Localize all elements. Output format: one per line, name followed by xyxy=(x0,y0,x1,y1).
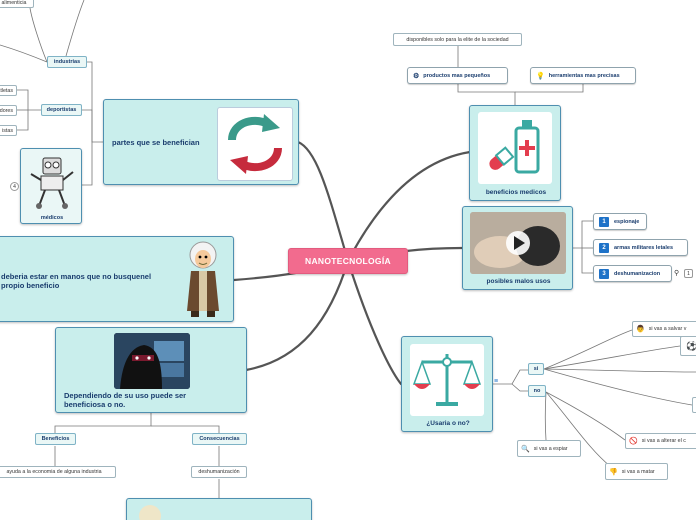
topic-posibles-malos-usos[interactable]: posibles malos usos xyxy=(462,206,573,290)
pill-label: deshumanizacion xyxy=(614,270,661,277)
topic-manos-beneficio[interactable]: deberia estar en manos que no busquenel … xyxy=(0,236,234,322)
leaf-salvar[interactable]: 👨 si vas a salvar v xyxy=(632,321,696,337)
count-badge[interactable]: 1 xyxy=(684,269,693,278)
count-badge[interactable]: 4 xyxy=(10,182,19,191)
node-armas-militares[interactable]: 2 armas militares letales xyxy=(593,239,688,256)
leaf-soccer-ball[interactable]: ⚽ xyxy=(680,336,696,356)
topic-usaria-o-no[interactable]: ¿Usaria o no? xyxy=(401,336,493,432)
person-icon: 👨 xyxy=(636,326,645,333)
emblem-image xyxy=(139,505,161,520)
robot-image xyxy=(27,152,77,210)
prohibited-icon: 🚫 xyxy=(629,438,638,445)
pill-and-bottle-image xyxy=(478,112,552,184)
topic-partes-beneficio[interactable]: partes que se benefician xyxy=(103,99,299,185)
masked-hacker-image xyxy=(114,333,190,389)
leaf-alterar[interactable]: 🚫 si vas a alterar el c xyxy=(625,433,696,449)
node-no[interactable]: no xyxy=(528,385,546,397)
pill-label: herramientas mas precisas xyxy=(548,72,620,79)
leaf-alimenticia[interactable]: alimenticia xyxy=(0,0,34,8)
node-productos-pequenos[interactable]: ⚙ productos mas pequeños xyxy=(407,67,508,84)
topic-beneficios-medicos[interactable]: beneficios medicos xyxy=(469,105,561,201)
topic-label: deberia estar en manos que no busquenel … xyxy=(1,272,152,290)
leaf-label: si vas a espiar xyxy=(533,445,568,452)
topic-label: beneficios medicos xyxy=(485,189,547,196)
node-si[interactable]: si xyxy=(528,363,544,375)
node-consecuencias[interactable]: Consecuencias xyxy=(192,433,247,445)
leaf-label: si vas a salvar v xyxy=(648,326,687,332)
number-2-icon: 2 xyxy=(599,242,609,253)
medicos-label: médicos xyxy=(40,215,64,221)
thumbs-down-icon: 👎 xyxy=(609,468,618,476)
leaf-espiar[interactable]: 🔍 si vas a espiar xyxy=(517,440,581,457)
topic-dependiendo-uso[interactable]: Dependiendo de su uso puede ser benefici… xyxy=(55,327,247,413)
central-topic[interactable]: NANOTECNOLOGÍA xyxy=(288,248,408,274)
lightbulb-icon: 💡 xyxy=(536,72,545,80)
leaf-disponibles-elite[interactable]: disponibles solo para la elite de la soc… xyxy=(393,33,522,46)
node-deshumanizacion[interactable]: 3 deshumanizacion xyxy=(593,265,672,282)
leaf-istas[interactable]: istas xyxy=(0,125,17,136)
einstein-cartoon-image xyxy=(179,241,227,319)
link-icon[interactable]: ⚲ xyxy=(674,270,680,277)
soccer-ball-icon: ⚽ xyxy=(686,341,696,352)
topic-label: ¿Usaria o no? xyxy=(426,420,470,427)
leaf-deshumanizacion[interactable]: deshumanización xyxy=(191,466,247,478)
balance-scale-image xyxy=(410,344,484,416)
recycle-arrows-image xyxy=(217,107,293,181)
topic-label: Dependiendo de su uso puede ser benefici… xyxy=(64,391,187,409)
leaf-label: si vas a alterar el c xyxy=(641,438,686,444)
topic-label: posibles malos usos xyxy=(486,278,551,285)
node-deportistas[interactable]: deportistas xyxy=(41,104,82,116)
node-industrias[interactable]: industrias xyxy=(47,56,87,68)
topic-label: partes que se benefician xyxy=(112,138,200,147)
node-medicos[interactable]: médicos xyxy=(20,148,82,224)
pill-label: armas militares letales xyxy=(614,244,674,251)
pill-label: productos mas pequeños xyxy=(423,72,491,79)
node-beneficios[interactable]: Beneficios xyxy=(35,433,76,445)
leaf-partial[interactable] xyxy=(692,397,696,413)
magnifier-icon: 🔍 xyxy=(521,445,530,453)
number-1-icon: 1 xyxy=(599,216,609,227)
leaf-matar[interactable]: 👎 si vas a matar xyxy=(605,463,668,480)
leaf-label: si vas a matar xyxy=(621,468,655,475)
list-icon[interactable]: ≡ xyxy=(494,378,499,385)
leaf-dores[interactable]: dores xyxy=(0,105,17,116)
gear-icon: ⚙ xyxy=(413,72,420,80)
pill-label: espionaje xyxy=(614,218,640,225)
node-herramientas-precisas[interactable]: 💡 herramientas mas precisas xyxy=(530,67,636,84)
leaf-atletas[interactable]: atletas xyxy=(0,85,17,96)
number-3-icon: 3 xyxy=(599,268,609,279)
node-espionaje[interactable]: 1 espionaje xyxy=(593,213,647,230)
video-thumbnail[interactable] xyxy=(470,212,566,274)
topic-partial-bottom[interactable] xyxy=(126,498,312,520)
leaf-ayuda-economia[interactable]: ayuda a la economia de alguna industria xyxy=(0,466,116,478)
